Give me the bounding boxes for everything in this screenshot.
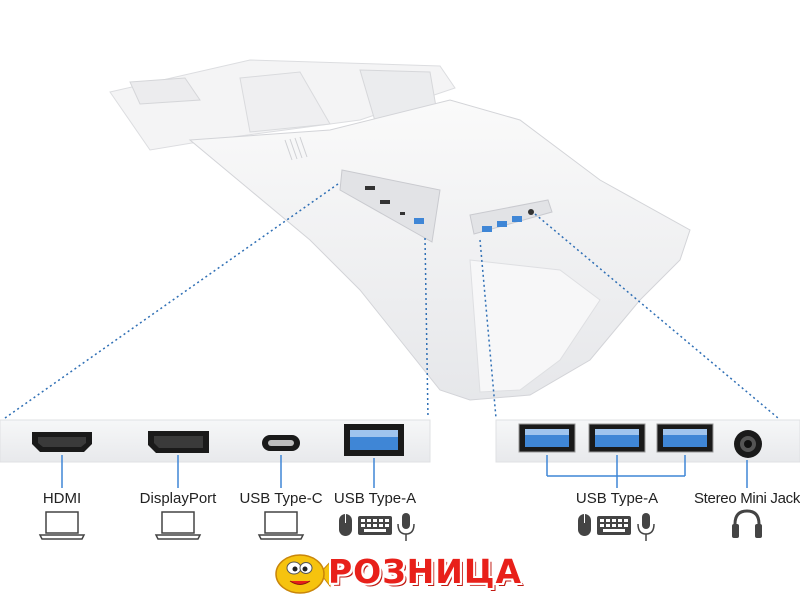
stereo-mini-jack-label: Stereo Mini Jack bbox=[693, 490, 800, 507]
monitor-illustration bbox=[109, 59, 691, 401]
callout-line-left-inner bbox=[424, 237, 429, 419]
usb-c-label: USB Type-C bbox=[239, 490, 323, 507]
mouse-icon bbox=[578, 514, 591, 536]
usb-a-port-icon bbox=[344, 424, 404, 456]
laptop-icon bbox=[154, 511, 202, 540]
usb-a-hub-label: USB Type-A bbox=[575, 490, 659, 507]
logo-text: РОЗНИЦА bbox=[328, 552, 523, 591]
microphone-icon bbox=[397, 513, 415, 541]
hdmi-label: HDMI bbox=[42, 490, 82, 507]
keyboard-icon bbox=[597, 516, 631, 535]
displayport-label: DisplayPort bbox=[139, 490, 217, 507]
right-label-stems bbox=[546, 455, 748, 488]
usb-a-hub-port-icon-2 bbox=[588, 423, 646, 453]
left-label-stems bbox=[61, 455, 375, 488]
usb-a-label: USB Type-A bbox=[333, 490, 417, 507]
hdmi-port-icon bbox=[32, 432, 92, 452]
callout-line-left-outer bbox=[4, 183, 339, 419]
stereo-jack-port-icon bbox=[734, 430, 762, 458]
usb-c-port-icon bbox=[262, 435, 300, 451]
usb-a-hub-port-icon-1 bbox=[518, 423, 576, 453]
displayport-port-icon bbox=[148, 431, 209, 453]
headphones-icon bbox=[732, 509, 762, 538]
microphone-icon bbox=[637, 513, 655, 541]
fish-mascot-icon bbox=[275, 554, 332, 594]
rozница-logo: РОЗНИЦА bbox=[272, 548, 532, 598]
usb-a-hub-port-icon-3 bbox=[656, 423, 714, 453]
laptop-icon bbox=[38, 511, 86, 540]
laptop-icon bbox=[257, 511, 305, 540]
mouse-icon bbox=[339, 514, 352, 536]
keyboard-icon bbox=[358, 516, 392, 535]
callout-lines bbox=[4, 183, 779, 419]
